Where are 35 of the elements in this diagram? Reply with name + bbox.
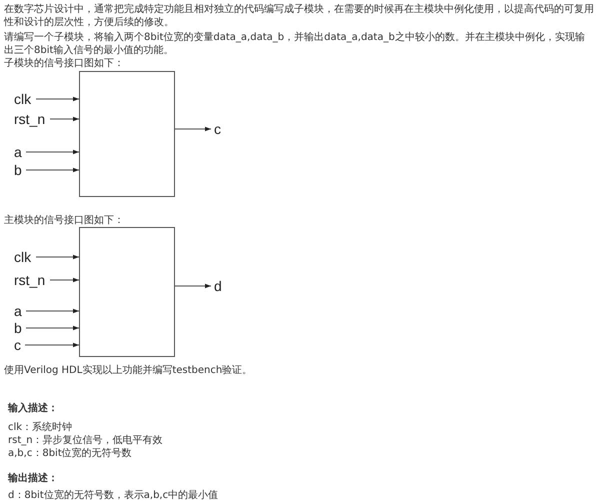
arrow [50,116,80,122]
signal-label: clk [14,90,36,108]
text-paragraph: rst_n：异步复位信号，低电平有效 [8,434,164,447]
arrow [36,96,80,102]
module-box [79,71,175,197]
signal-label: rst_n [14,110,50,128]
arrow [174,284,212,288]
signal-label: d [214,277,226,295]
section-heading: 输出描述： [8,472,59,485]
signal-label: a [14,302,26,320]
signal-label: a [14,143,26,161]
arrow [50,278,80,282]
arrow [26,150,80,154]
signal-label: clk [14,248,36,266]
text-paragraph: 使用Verilog HDL实现以上功能并编写testbench验证。 [4,364,254,377]
module-box [79,227,175,357]
text-paragraph: a,b,c：8bit位宽的无符号数 [8,447,133,460]
text-paragraph: d：8bit位宽的无符号数，表示a,b,c中的最小值 [8,489,220,502]
signal-label: b [14,319,26,337]
text-paragraph: 请编写一个子模块，将输入两个8bit位宽的变量data_a,data_b，并输出data_a,data_b之中较小的数。并在主模块中例化，实现输出三个8bit输入信号的最小值的功能。 [4,31,586,57]
arrow [26,168,80,172]
signal-label: rst_n [14,271,50,289]
arrow [36,254,80,260]
signal-label: c [14,336,25,354]
text-paragraph: 子模块的信号接口图如下： [4,57,125,70]
arrow [174,126,212,132]
arrow [24,342,80,348]
text-paragraph: 在数字芯片设计中，通常把完成特定功能且相对独立的代码编写成子模块，在需要的时候再在主模块中例化使用，以提高代码的可复用性和设计的层次性，方便后续的修改。 [4,3,594,29]
text-paragraph: 主模块的信号接口图如下： [4,214,125,227]
section-heading: 输入描述： [8,402,59,415]
text-paragraph: clk：系统时钟 [8,421,74,434]
arrow [26,308,80,314]
signal-label: c [214,120,225,138]
signal-label: b [14,161,26,179]
arrow [26,326,80,330]
